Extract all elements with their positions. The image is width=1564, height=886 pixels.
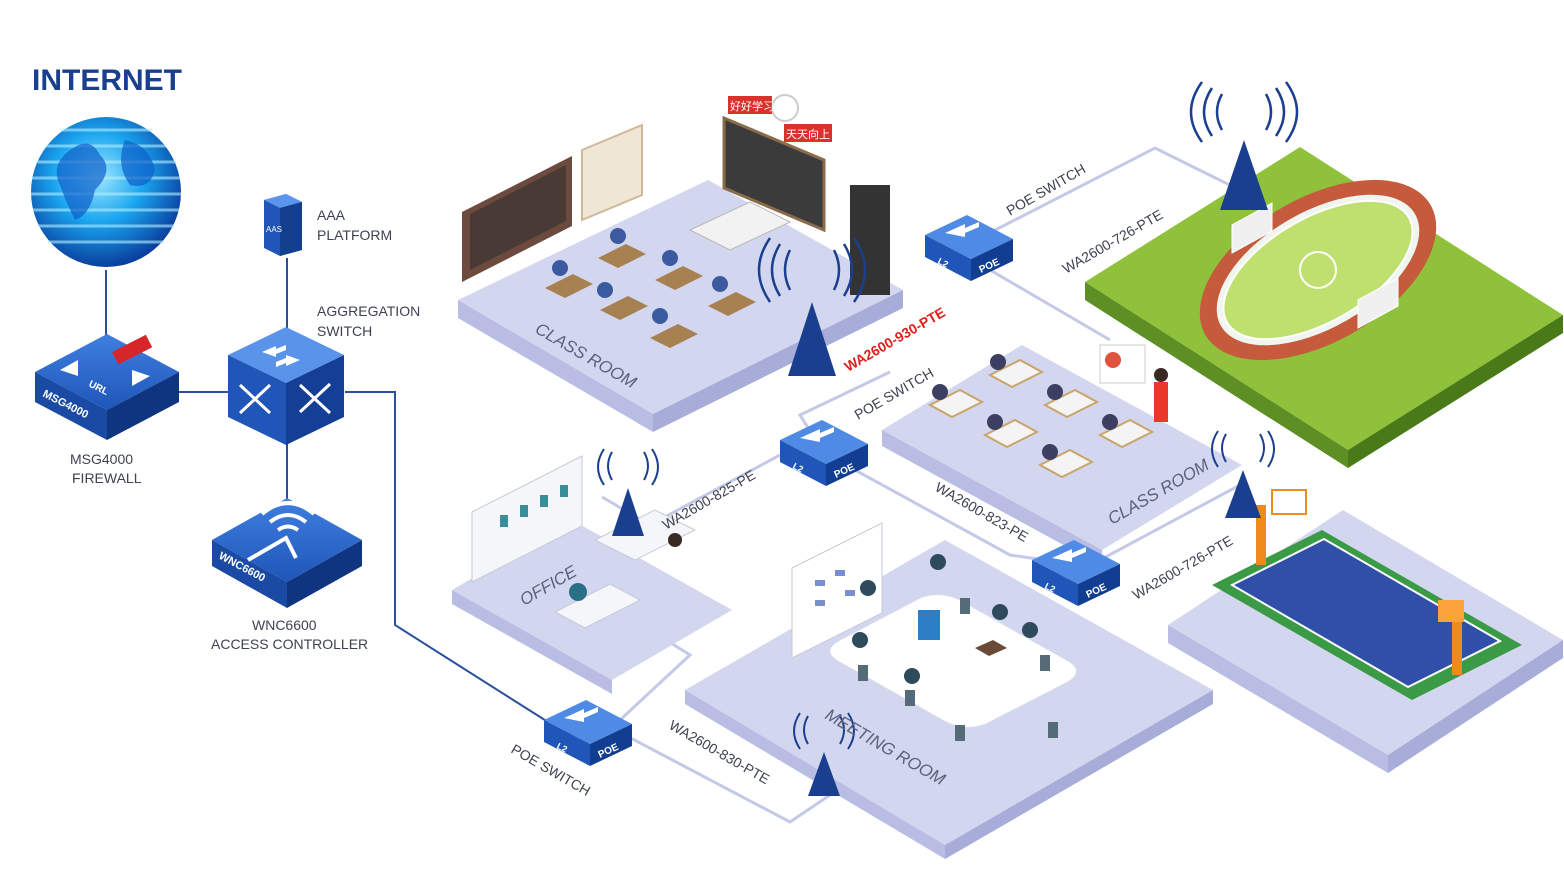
classroom-2-furniture: [927, 344, 1168, 479]
office-furniture: [471, 455, 697, 629]
poe-switch-bottom: L2 POE: [544, 700, 632, 766]
internet-globe-icon: [31, 117, 181, 267]
poe-switch-top: L2 POE: [925, 215, 1013, 281]
aaa-platform-server-icon: AAS: [264, 194, 302, 256]
firewall-label-line2: FIREWALL: [72, 470, 142, 486]
sports-equipment: [1231, 202, 1464, 675]
classroom-top-floor: [458, 180, 903, 432]
ap-icon-726-court: [1211, 430, 1275, 518]
banner-2: 天天向上: [786, 127, 830, 141]
poe-mid-l2: L2: [791, 461, 805, 475]
aaa-label-line1: AAA: [317, 207, 346, 223]
ap-icon-830: [793, 712, 855, 796]
poe-switch-right: L2 POE: [1032, 540, 1120, 606]
ap-icon-825: [597, 448, 659, 536]
page-title: INTERNET: [32, 64, 182, 97]
aaa-chip: AAS: [266, 225, 282, 234]
banner-1: 好好学习: [730, 99, 774, 113]
poe-switch-middle: L2 POE: [780, 420, 868, 486]
controller-label-line2: ACCESS CONTROLLER: [211, 636, 368, 652]
ap-icon-726-field: [1189, 81, 1299, 210]
firewall-device-icon: MSG4000 URL: [35, 334, 179, 440]
basketball-court: [1168, 510, 1563, 773]
firewall-label-line1: MSG4000: [70, 451, 133, 467]
poe-top-l2: L2: [936, 256, 950, 270]
ap-icon-930: [757, 237, 867, 376]
controller-label-line1: WNC6600: [252, 617, 317, 633]
aaa-label-line2: PLATFORM: [317, 227, 392, 243]
classroom-1-furniture: 好好学习 天天向上: [462, 94, 890, 348]
poe-bot-l2: L2: [555, 741, 569, 755]
aggregation-label-line2: SWITCH: [317, 323, 372, 339]
meeting-room-furniture: [791, 522, 1077, 741]
access-controller-icon: WNC6600: [212, 498, 362, 608]
ap-label-825: WA2600-825-PE: [660, 466, 759, 532]
aggregation-switch-icon: [228, 327, 344, 445]
aggregation-label-line1: AGGREGATION: [317, 303, 420, 319]
poe-right-l2: L2: [1043, 581, 1057, 595]
